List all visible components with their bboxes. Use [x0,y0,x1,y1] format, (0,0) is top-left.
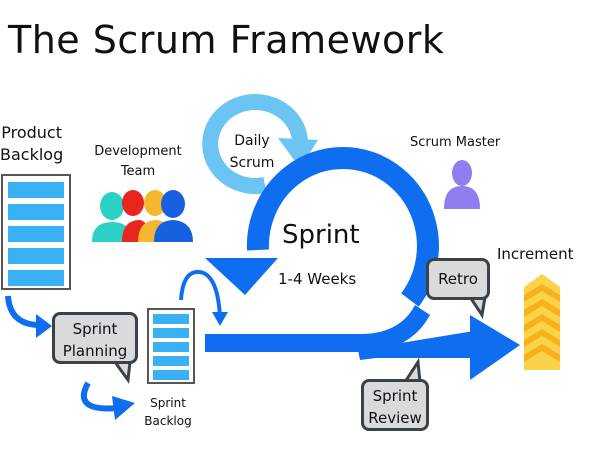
development-team-label-line2: Team [120,164,156,179]
backlog-item [8,270,64,286]
curved-arrow-into-sprint-icon [179,269,228,326]
development-team-icon [92,190,193,242]
sprint-backlog-label: Sprint Backlog [138,394,198,430]
product-backlog-list [1,174,71,290]
sprint-planning-bubble: Sprint Planning [52,312,138,364]
backlog-item [153,342,189,352]
sprint-review-line2: Review [368,409,422,427]
sprint-planning-line1: Sprint [72,320,118,338]
main-arrow-icon [358,315,520,380]
daily-scrum-label-line2: Scrum [229,155,275,171]
backlog-item [153,328,189,338]
page-title: The Scrum Framework [8,18,445,62]
backlog-item [8,226,64,242]
product-backlog-label: Product Backlog [0,122,63,166]
development-team-label: Development Team [88,142,188,182]
backlog-item [8,204,64,220]
retro-label: Retro [438,270,478,288]
backlog-item [153,370,189,380]
sprint-loop-icon [205,147,439,352]
daily-scrum-label: Daily Scrum [222,130,282,174]
product-backlog-label-line1: Product [1,123,62,142]
backlog-item [153,314,189,324]
sprint-review-bubble: Sprint Review [361,379,429,431]
scrum-master-icon [444,160,480,209]
sprint-backlog-label-line2: Backlog [144,414,192,428]
backlog-item [8,248,64,264]
retro-bubble: Retro [426,258,490,300]
curved-arrow-to-planning-icon [5,295,52,338]
sprint-review-line1: Sprint [372,387,418,405]
sprint-label: Sprint [282,220,360,250]
product-backlog-label-line2: Backlog [0,145,64,164]
increment-icon [524,274,560,370]
backlog-item [153,356,189,366]
daily-scrum-loop-icon [202,94,318,194]
increment-label: Increment [497,245,574,263]
sprint-duration-label: 1-4 Weeks [278,270,357,288]
scrum-master-label: Scrum Master [410,135,501,150]
sprint-planning-bubble-tail [112,360,132,385]
development-team-label-line1: Development [94,144,182,159]
sprint-backlog-label-line1: Sprint [150,396,186,410]
curved-arrow-to-sprint-backlog-icon [80,381,135,420]
sprint-planning-line2: Planning [62,342,128,360]
backlog-item [8,182,64,198]
sprint-backlog-list [147,308,195,384]
daily-scrum-label-line1: Daily [234,133,270,149]
